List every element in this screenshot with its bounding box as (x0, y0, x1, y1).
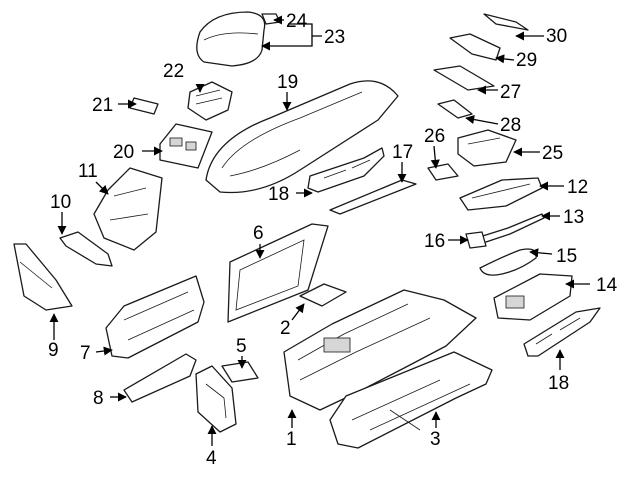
callout-21: 21 (92, 95, 113, 116)
callout-20: 20 (113, 142, 134, 163)
callout-26: 26 (424, 126, 445, 147)
side-trim-part (13, 243, 73, 311)
holder-part (457, 129, 517, 167)
callout-5: 5 (236, 336, 247, 357)
callout-6: 6 (253, 223, 264, 244)
side-panel-part (227, 223, 329, 323)
storage-bin-part (493, 273, 573, 321)
callout-2: 2 (280, 318, 291, 339)
mat-part-27 (433, 65, 495, 91)
small-bracket-part (59, 231, 113, 267)
callout-3: 3 (430, 429, 441, 450)
callout-17: 17 (392, 142, 413, 163)
callout-8: 8 (93, 388, 104, 409)
clip-part (261, 13, 281, 25)
callout-9: 9 (48, 340, 59, 361)
trim-part-12 (459, 177, 543, 211)
callout-23: 23 (324, 27, 345, 48)
callout-25: 25 (542, 143, 563, 164)
mat-part-30 (483, 13, 529, 31)
callout-15: 15 (556, 246, 577, 267)
shifter-housing-part (93, 167, 163, 251)
callout-1: 1 (286, 429, 297, 450)
cable-part (479, 248, 537, 276)
base-frame-part (329, 351, 493, 449)
callout-19: 19 (277, 72, 298, 93)
callout-18-lower: 18 (548, 373, 569, 394)
callout-labels: 24 23 22 21 19 20 11 10 18 17 26 25 30 2… (48, 11, 618, 469)
callout-10: 10 (50, 192, 71, 213)
console-top-cover-part (205, 80, 399, 194)
callout-28: 28 (500, 115, 521, 136)
callout-22: 22 (163, 61, 184, 82)
bracket-panel-part (195, 365, 237, 433)
pad-part-2 (299, 283, 347, 307)
long-strip-part (329, 179, 417, 215)
callout-4: 4 (206, 448, 217, 469)
callout-13: 13 (563, 207, 584, 228)
left-side-panel-part (105, 275, 205, 359)
callout-29: 29 (516, 50, 537, 71)
callout-24: 24 (286, 11, 308, 32)
mat-part-29 (449, 33, 501, 61)
callout-16: 16 (424, 231, 445, 252)
callout-18-upper: 18 (268, 184, 289, 205)
callout-14: 14 (596, 275, 618, 296)
switch-panel-part (159, 123, 213, 169)
callout-11: 11 (78, 161, 98, 182)
callout-27: 27 (500, 82, 521, 103)
callout-30: 30 (546, 26, 567, 47)
bracket-part (187, 81, 233, 121)
clip-part-16 (465, 231, 487, 249)
callout-7: 7 (80, 343, 91, 364)
mat-part-28 (437, 99, 473, 119)
trim-strip-part (123, 353, 197, 403)
leader-lines (49, 15, 590, 446)
armrest-lid-part (196, 11, 266, 67)
clip-part-2 (427, 163, 459, 181)
console-body-part (283, 289, 477, 411)
retainer-clip-part (221, 361, 259, 383)
pocket-trim-part-lower (523, 307, 601, 357)
pad-part (129, 97, 159, 115)
callout-12: 12 (567, 177, 588, 198)
